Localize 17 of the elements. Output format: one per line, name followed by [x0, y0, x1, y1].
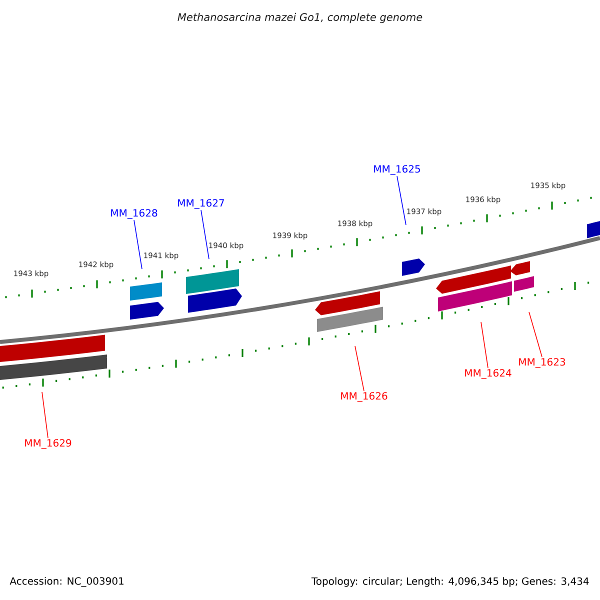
leader-line	[528, 312, 542, 358]
gene-label: MM_1626	[341, 392, 388, 402]
leader-line	[396, 176, 406, 226]
gene-label: MM_1623	[519, 358, 566, 368]
leader-line	[42, 392, 48, 438]
accession-text: Accession: NC_003901	[10, 577, 124, 587]
gene-label: MM_1624	[465, 369, 512, 379]
gene-label: MM_1625	[374, 165, 420, 175]
leader-line	[480, 322, 488, 368]
gene-label: MM_1627	[178, 199, 224, 209]
leader-line	[200, 210, 210, 260]
title: Methanosarcina mazei Go1, complete genome	[178, 12, 422, 24]
leader-line	[354, 346, 364, 392]
gene-label: MM_1628	[111, 209, 158, 219]
genome-info-text: Topology: circular; Length: 4,096,345 bp; Genes: 3,434	[311, 577, 589, 587]
leader-line	[134, 220, 142, 270]
gene-label: MM_1629	[25, 439, 72, 449]
